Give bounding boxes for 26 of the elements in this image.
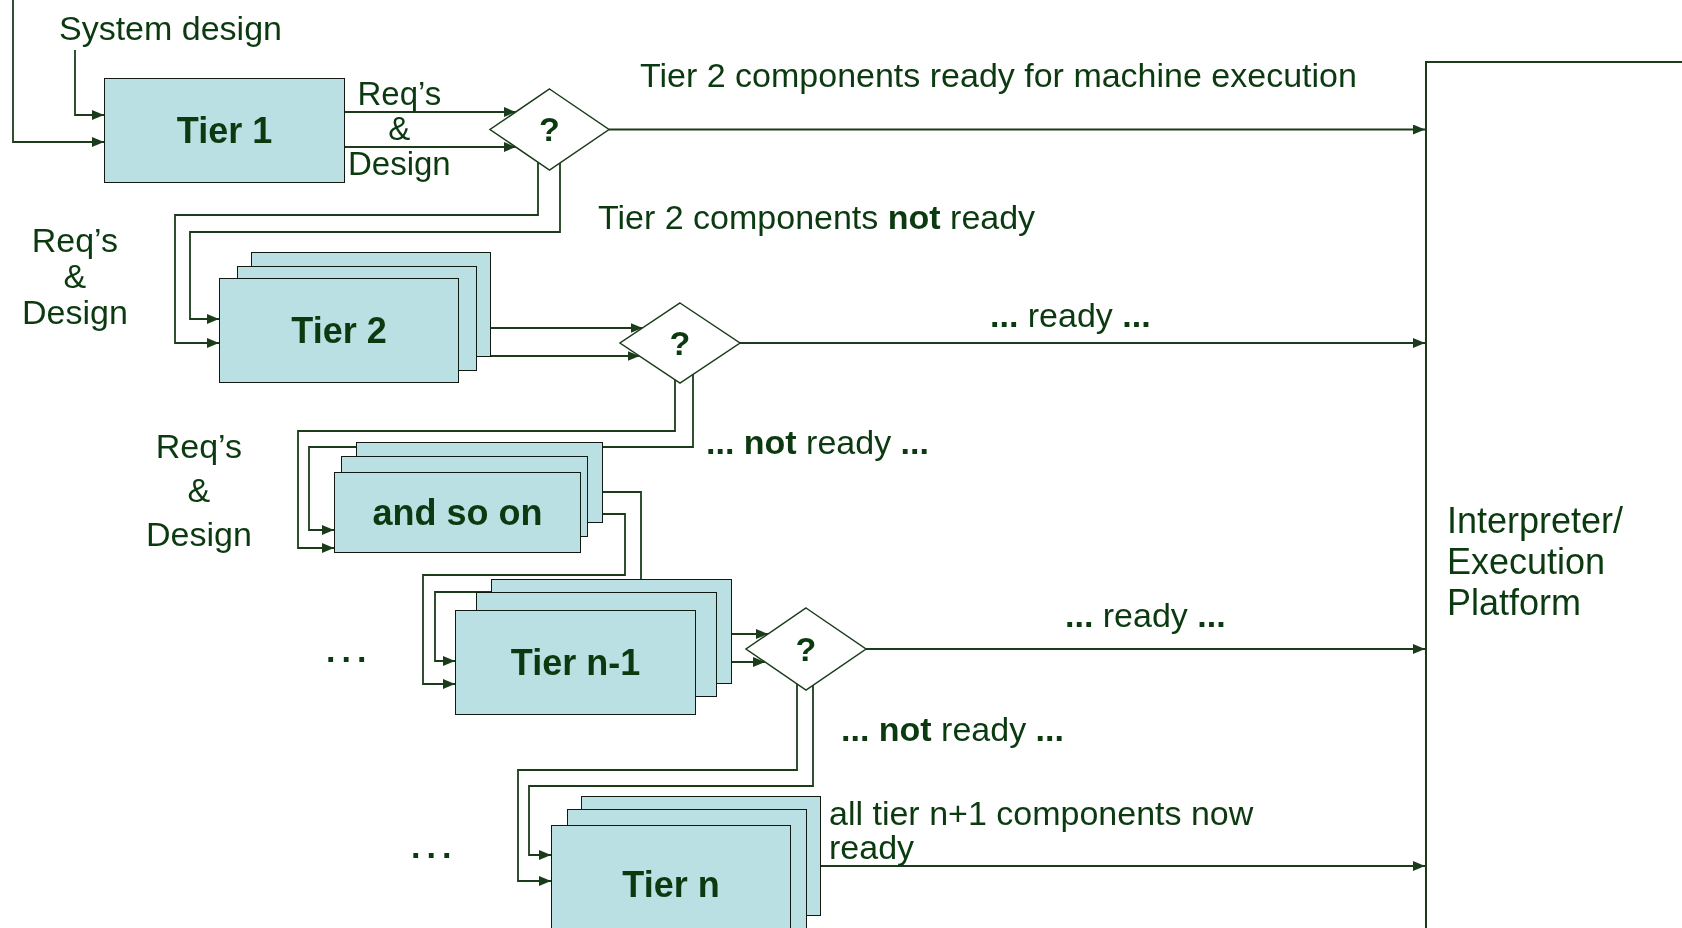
flow-label: Req’s & Design	[22, 222, 128, 330]
decision-diamond: ?	[746, 608, 866, 690]
arrow	[297, 378, 676, 553]
tier-box: Tier 1	[104, 78, 345, 183]
arrow	[174, 161, 539, 348]
arrow	[865, 644, 1426, 654]
input-label: System design	[59, 8, 282, 48]
arrow	[490, 323, 644, 333]
decision-diamond: ?	[490, 89, 609, 170]
platform-box: Interpreter/ Execution Platform	[1425, 61, 1682, 928]
flow-label: Req’s & Design	[348, 76, 451, 181]
arrow	[528, 684, 814, 860]
ellipsis-text: ...	[326, 630, 373, 670]
decision-diamond: ?	[620, 303, 740, 383]
arrow	[731, 657, 766, 667]
arrow	[517, 682, 798, 886]
arrow	[12, 0, 105, 147]
flow-label: Req’s & Design	[146, 426, 252, 555]
arrow	[739, 338, 1426, 348]
arrow	[422, 513, 626, 689]
arrow	[344, 142, 517, 152]
ellipsis-text: ...	[411, 826, 458, 866]
arrow	[731, 629, 769, 639]
arrow	[74, 49, 105, 120]
arrow	[608, 124, 1426, 135]
arrow	[820, 861, 1426, 871]
